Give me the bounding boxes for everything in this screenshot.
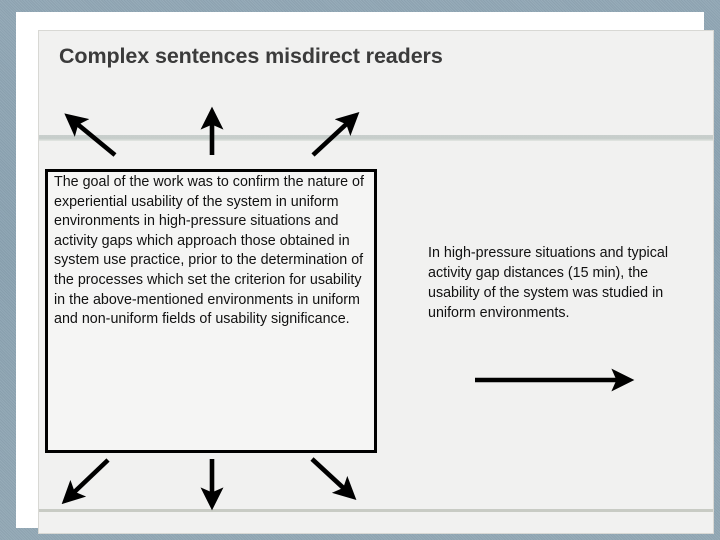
slide-bevel: Complex sentences misdirect readers The … — [16, 12, 714, 534]
arrow-down-right — [310, 457, 357, 500]
right-text-block: In high-pressure situations and typical … — [428, 245, 669, 321]
divider-bottom — [39, 509, 713, 512]
page-title: Complex sentences misdirect readers — [59, 44, 443, 68]
slide-page: Complex sentences misdirect readers The … — [38, 30, 714, 534]
title-band: Complex sentences misdirect readers — [39, 31, 713, 135]
divider-top — [39, 135, 713, 141]
left-text-box-body: The goal of the work was to confirm the … — [54, 174, 364, 328]
arrow-down-left — [61, 458, 110, 505]
left-text-box: The goal of the work was to confirm the … — [45, 169, 377, 453]
